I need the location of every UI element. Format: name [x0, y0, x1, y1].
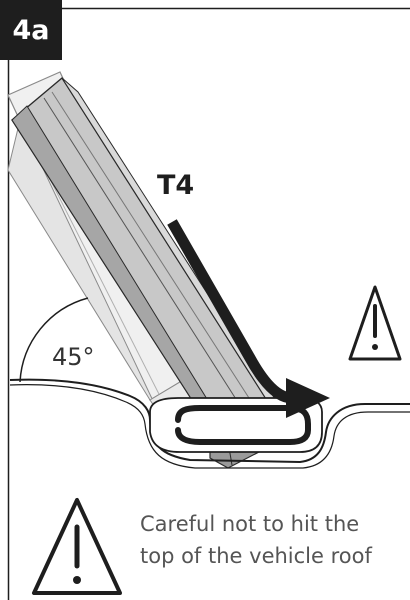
- warning-triangle-icon: [348, 285, 402, 361]
- step-number-badge: 4a: [0, 0, 62, 60]
- direction-arrow: [167, 219, 330, 418]
- angle-label: 45°: [52, 343, 95, 371]
- warning-triangle-icon: [32, 498, 122, 595]
- angle-arc: [19, 297, 89, 383]
- warning-line-1: Careful not to hit the: [140, 512, 360, 536]
- tool-label: T4: [157, 170, 195, 201]
- warning-message: Careful not to hit the top of the vehicl…: [140, 508, 408, 572]
- vehicle-roof: [9, 378, 410, 469]
- warning-line-2: top of the vehicle roof: [140, 544, 372, 568]
